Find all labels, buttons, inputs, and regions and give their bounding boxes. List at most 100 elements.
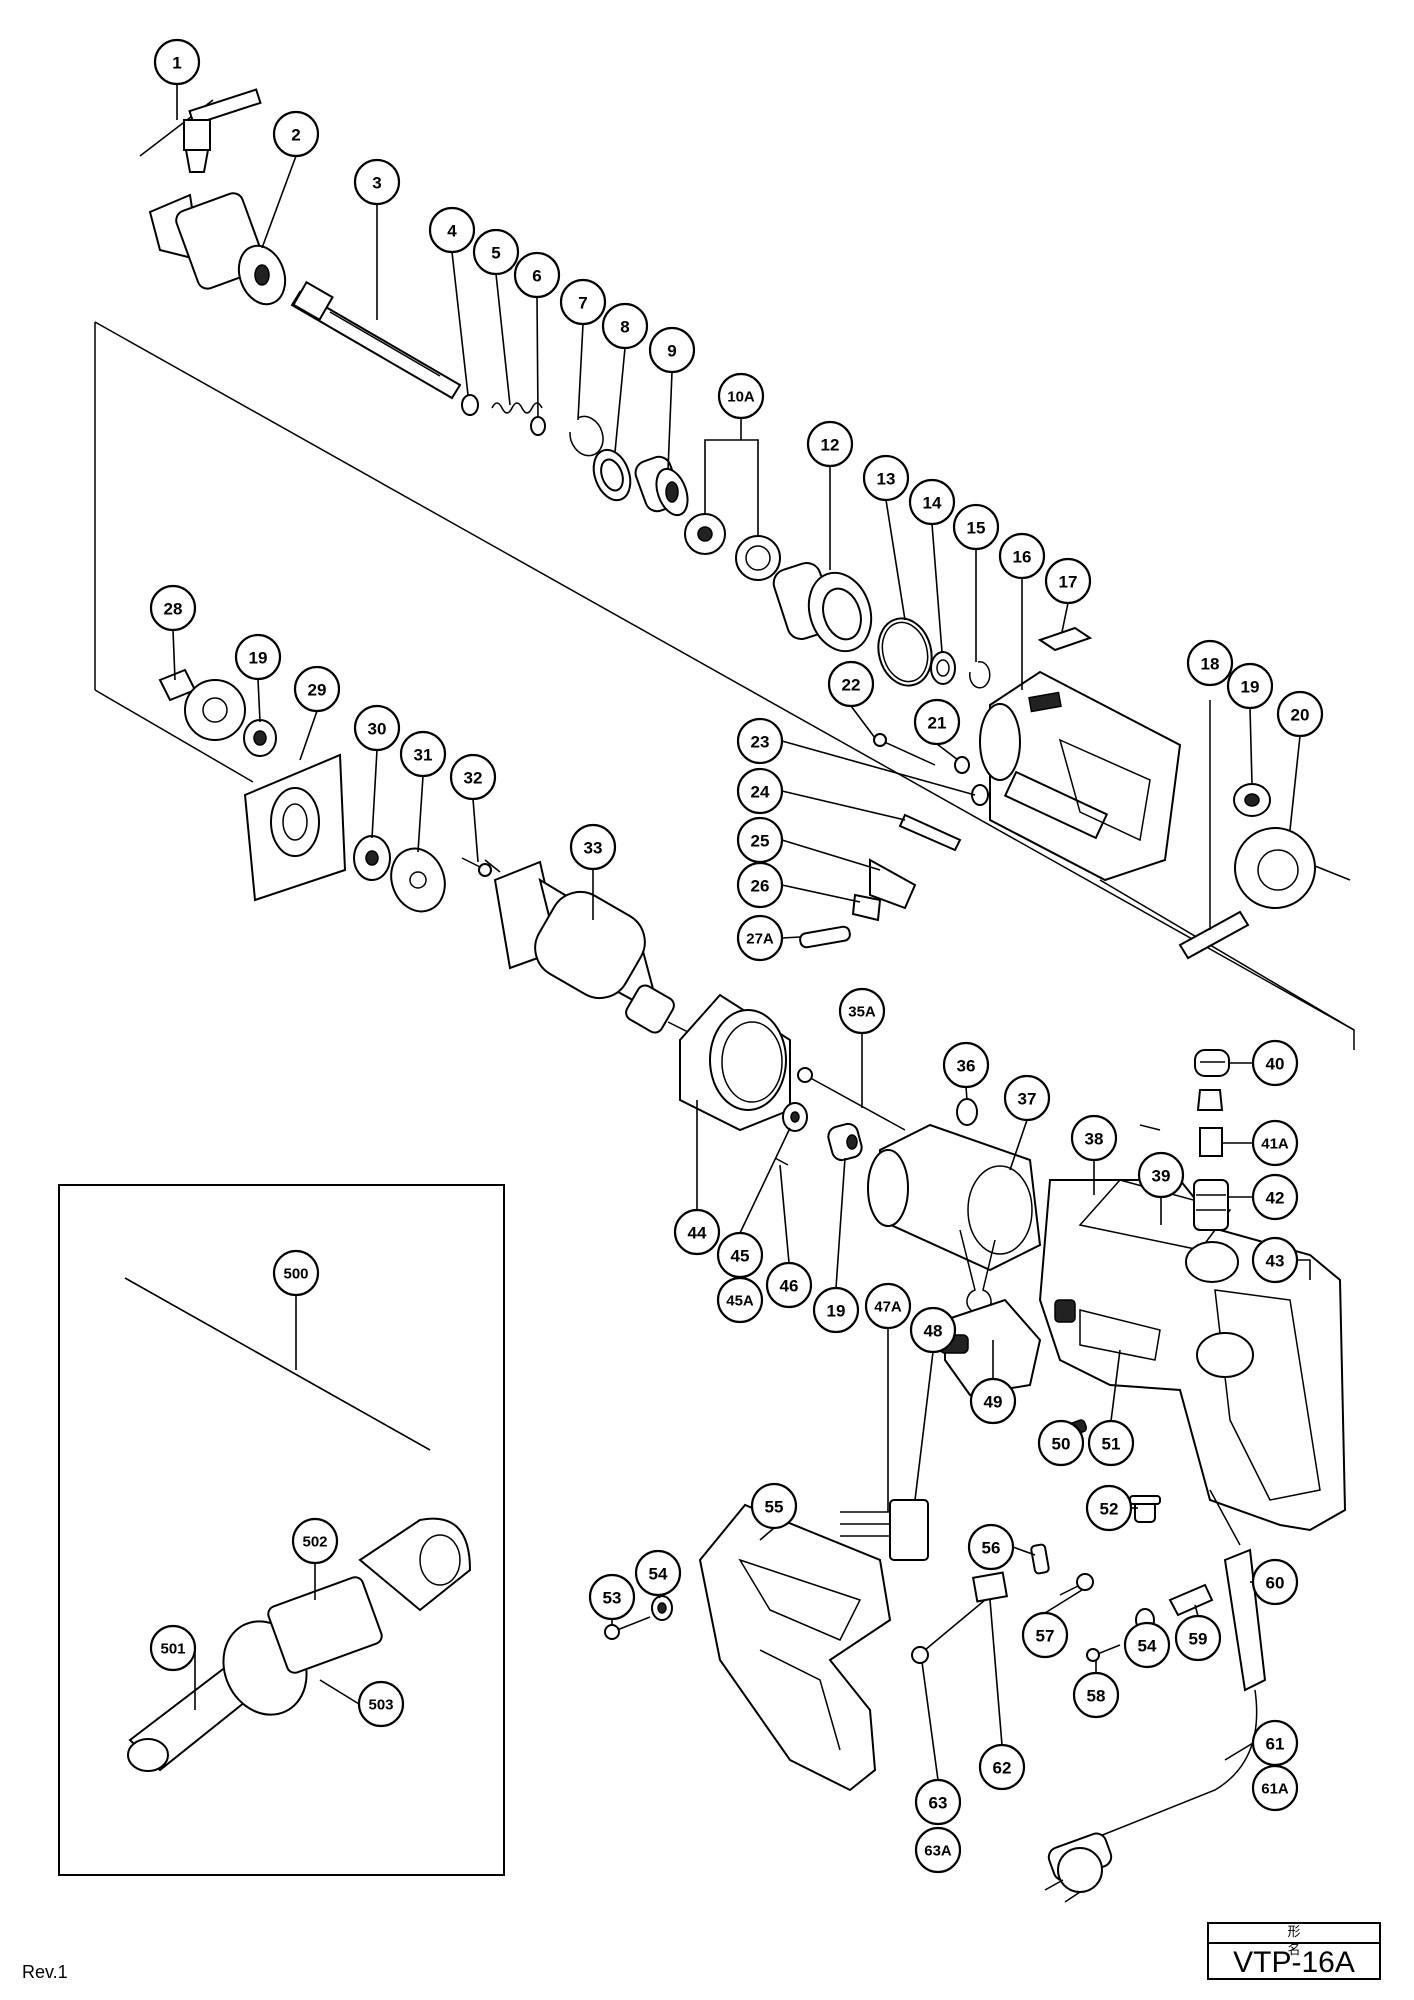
callout-number: 54 xyxy=(1138,1637,1157,1656)
callout-number: 53 xyxy=(603,1589,622,1608)
callout-number: 60 xyxy=(1266,1574,1285,1593)
callout-32: 32 xyxy=(449,753,497,801)
callout-number: 9 xyxy=(667,342,676,361)
callout-number: 501 xyxy=(160,1641,185,1658)
callout-number: 29 xyxy=(308,681,327,700)
callout-61A: 61A xyxy=(1251,1764,1299,1812)
callout-circle xyxy=(864,1282,912,1330)
callout-circle xyxy=(399,730,447,778)
armature xyxy=(484,859,689,1034)
callout-12: 12 xyxy=(806,420,854,468)
callout-number: 503 xyxy=(368,1697,393,1714)
callout-circle xyxy=(472,228,520,276)
callout-51: 51 xyxy=(1087,1419,1135,1467)
handle-cover xyxy=(604,1503,892,1792)
callout-number: 19 xyxy=(1241,678,1260,697)
callout-circle xyxy=(272,1249,320,1297)
callout-circle xyxy=(967,1523,1015,1571)
callout-circle xyxy=(149,584,197,632)
callout-number: 42 xyxy=(1266,1189,1285,1208)
callout-28: 28 xyxy=(149,584,197,632)
callout-number: 502 xyxy=(302,1534,327,1551)
callout-17: 17 xyxy=(1044,557,1092,605)
callout-18: 18 xyxy=(1186,639,1234,687)
callout-10A: 10A xyxy=(717,372,765,420)
callout-number: 21 xyxy=(928,714,947,733)
callout-54-b: 54 xyxy=(1123,1621,1171,1669)
callout-30: 30 xyxy=(353,704,401,752)
callout-number: 45 xyxy=(731,1247,750,1266)
callout-number: 13 xyxy=(877,470,896,489)
callout-number: 7 xyxy=(578,294,587,313)
callout-number: 48 xyxy=(924,1322,943,1341)
callout-circle xyxy=(736,861,784,909)
callout-number: 27A xyxy=(746,931,774,948)
callout-circle xyxy=(1003,1074,1051,1122)
model-name: VTP-16A xyxy=(1233,1946,1355,1979)
callout-circle xyxy=(736,767,784,815)
callout-47A: 47A xyxy=(864,1282,912,1330)
callout-circle xyxy=(513,251,561,299)
callout-6: 6 xyxy=(513,251,561,299)
callout-circle xyxy=(998,532,1046,580)
callout-27A: 27A xyxy=(736,914,784,962)
callout-circle xyxy=(978,1743,1026,1791)
callout-63: 63 xyxy=(914,1778,962,1826)
callout-circle xyxy=(736,717,784,765)
callout-24: 24 xyxy=(736,767,784,815)
callout-number: 63A xyxy=(924,1843,952,1860)
callout-number: 31 xyxy=(414,746,433,765)
callout-circle xyxy=(569,823,617,871)
callout-circle xyxy=(449,753,497,801)
callout-number: 26 xyxy=(751,877,770,896)
stator xyxy=(867,1098,1042,1315)
ring-nut xyxy=(772,561,873,653)
callout-number: 40 xyxy=(1266,1055,1285,1074)
callout-22: 22 xyxy=(827,660,875,708)
callout-circle xyxy=(353,704,401,752)
callout-5: 5 xyxy=(472,228,520,276)
callout-circle xyxy=(1251,1236,1299,1284)
callout-35A: 35A xyxy=(838,987,886,1035)
callout-number: 18 xyxy=(1201,655,1220,674)
callout-number: 35A xyxy=(848,1004,876,1021)
callout-circle xyxy=(1276,690,1324,738)
callout-circle xyxy=(1044,557,1092,605)
callout-circle xyxy=(588,1573,636,1621)
gear-screws xyxy=(873,733,970,774)
callout-circle xyxy=(914,1778,962,1826)
stator-small-parts xyxy=(774,1102,863,1166)
callout-circle xyxy=(1070,1114,1118,1162)
rings-13-15 xyxy=(877,617,991,689)
power-cord xyxy=(1044,1489,1267,1903)
callout-number: 14 xyxy=(923,494,942,513)
callout-number: 1 xyxy=(172,54,181,73)
callout-number: 46 xyxy=(780,1277,799,1296)
callout-42: 42 xyxy=(1251,1173,1299,1221)
callout-circle xyxy=(1251,1558,1299,1606)
callout-circle xyxy=(838,987,886,1035)
callout-number: 19 xyxy=(249,649,268,668)
callout-3: 3 xyxy=(353,158,401,206)
callout-38: 38 xyxy=(1070,1114,1118,1162)
callout-21: 21 xyxy=(913,698,961,746)
callout-number: 5 xyxy=(491,244,500,263)
callout-number: 62 xyxy=(993,1759,1012,1778)
drill-chuck xyxy=(148,192,287,306)
inner-cover-assembly xyxy=(158,668,347,902)
callout-20: 20 xyxy=(1276,690,1324,738)
callout-number: 8 xyxy=(620,318,629,337)
callout-circle xyxy=(1123,1621,1171,1669)
callout-13: 13 xyxy=(862,454,910,502)
callout-circle xyxy=(428,206,476,254)
callout-circle xyxy=(765,1261,813,1309)
callout-circle xyxy=(291,1517,339,1565)
callout-circle xyxy=(806,420,854,468)
callout-23: 23 xyxy=(736,717,784,765)
callout-number: 33 xyxy=(584,839,603,858)
callout-7: 7 xyxy=(559,278,607,326)
callout-44: 44 xyxy=(673,1208,721,1256)
callout-8: 8 xyxy=(601,302,649,350)
model-label: 形 名 xyxy=(1209,1924,1379,1958)
callout-circle xyxy=(1174,1614,1222,1662)
